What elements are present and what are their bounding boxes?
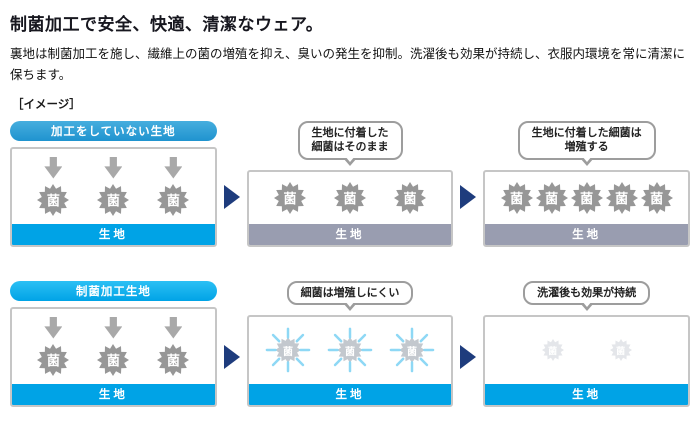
germ-icon-label: 菌 (545, 191, 559, 207)
germs-multiply-bubble: 生地に付着した細菌は 増殖する (517, 120, 656, 166)
germ-icon-label: 菌 (283, 346, 293, 358)
germ-icon-label: 菌 (650, 191, 664, 207)
cell-germs-remain: 生地に付着した 細菌はそのまま 菌 菌 菌 生地 (246, 120, 454, 247)
germ-icon: 菌 (274, 181, 306, 214)
treated-fabric-panel: 菌 菌 菌 生地 (10, 306, 217, 407)
germs-multiply-content: 菌 菌 菌 菌 菌 (485, 172, 688, 223)
germ-icon-label: 菌 (580, 191, 594, 207)
germ-icon-label: 菌 (46, 193, 60, 208)
down-arrow-icon (44, 316, 63, 339)
germs-suppressed-bubble-wrap: 細菌は増殖しにくい (247, 280, 454, 316)
process-diagram: 加工をしていない生地 菌 菌 菌 (10, 120, 691, 407)
effect-persists-bubble-wrap: 洗濯後も効果が持続 (483, 280, 690, 316)
diagram-row-treated: 制菌加工生地 菌 菌 菌 (10, 280, 691, 407)
untreated-header-wrap: 加工をしていない生地 (10, 120, 217, 147)
down-arrow-icon (164, 156, 183, 179)
treated-header-wrap: 制菌加工生地 (10, 280, 217, 307)
germ-icon-suppressed: 菌 (265, 328, 311, 373)
germs-remain-panel: 菌 菌 菌 生地 (246, 170, 454, 247)
germs-multiply-bubble-wrap: 生地に付着した細菌は 増殖する (483, 120, 690, 171)
germ-icon-label: 菌 (166, 193, 180, 208)
germ-icon-suppressed: 菌 (327, 328, 373, 373)
flow-arrow-icon (460, 344, 477, 369)
germ-icon-label: 菌 (283, 191, 297, 207)
fabric-base-label: 生地 (485, 223, 689, 245)
page: 制菌加工で安全、快適、清潔なウェア。 裏地は制菌加工を施し、繊維上の菌の増殖を抑… (10, 15, 691, 407)
treated-fabric-header: 制菌加工生地 (10, 280, 217, 301)
germs-suppressed-content: 菌 菌 菌 (249, 317, 452, 383)
germ-icon: 菌 (334, 181, 366, 214)
image-label: ［イメージ］ (12, 98, 81, 111)
fabric-base-label: 生地 (12, 383, 215, 405)
untreated-panel-content: 菌 菌 菌 (12, 149, 215, 224)
effect-persists-panel: 菌 菌 生地 (483, 315, 691, 407)
germ-icon-label: 菌 (106, 353, 120, 368)
germ-icon-label: 菌 (106, 193, 120, 208)
fabric-base-label: 生地 (248, 383, 452, 405)
germ-icon: 菌 (394, 181, 426, 214)
germ-icon: 菌 (97, 343, 130, 376)
germ-icon-faded: 菌 (609, 339, 632, 362)
germ-icon-label: 菌 (166, 353, 180, 368)
flow-arrow-icon (460, 184, 477, 209)
germ-icon-label: 菌 (548, 345, 558, 356)
flow-arrow-icon (223, 344, 240, 369)
down-arrow-icon (104, 156, 123, 179)
germ-row: 菌 菌 菌 (274, 181, 426, 214)
page-description: 裏地は制菌加工を施し、繊維上の菌の増殖を抑え、臭いの発生を抑制。洗濯後も効果が持… (10, 47, 686, 83)
germs-remain-bubble-wrap: 生地に付着した 細菌はそのまま (247, 120, 454, 171)
germ-icon: 菌 (605, 181, 638, 214)
germ-icon: 菌 (500, 181, 533, 214)
germ-icon: 菌 (157, 343, 190, 376)
germ-row: 菌 菌 (541, 339, 632, 362)
germ-row: 菌 菌 菌 (37, 343, 190, 376)
germs-suppressed-panel: 菌 菌 菌 生地 (246, 315, 454, 407)
germs-suppressed-bubble: 細菌は増殖しにくい (286, 280, 414, 312)
down-arrow-icon (44, 156, 63, 179)
germ-icon: 菌 (570, 181, 603, 214)
germ-icon-label: 菌 (343, 191, 357, 207)
germ-attack-arrows (44, 316, 183, 339)
germ-icon-faded: 菌 (541, 339, 564, 362)
effect-persists-content: 菌 菌 (485, 317, 688, 383)
germ-icon: 菌 (37, 183, 70, 216)
germ-icon-label: 菌 (407, 346, 417, 358)
fabric-base-label: 生地 (12, 223, 215, 245)
germ-icon-label: 菌 (345, 346, 355, 358)
germs-remain-bubble: 生地に付着した 細菌はそのまま (297, 120, 403, 166)
germ-icon-suppressed: 菌 (389, 328, 435, 373)
untreated-fabric-header: 加工をしていない生地 (10, 120, 217, 141)
germ-icon: 菌 (157, 183, 190, 216)
cell-untreated-fabric: 加工をしていない生地 菌 菌 菌 (10, 120, 217, 247)
germ-icon-label: 菌 (616, 345, 626, 356)
cell-germs-suppressed: 細菌は増殖しにくい 菌 菌 菌 生地 (246, 280, 454, 407)
germ-icon: 菌 (640, 181, 673, 214)
flow-arrow-icon (223, 184, 240, 209)
germ-icon: 菌 (535, 181, 568, 214)
cell-treated-fabric: 制菌加工生地 菌 菌 菌 (10, 280, 217, 407)
germ-row: 菌 菌 菌 (265, 328, 435, 373)
germ-attack-arrows (44, 156, 183, 179)
down-arrow-icon (104, 316, 123, 339)
germ-icon-label: 菌 (46, 353, 60, 368)
cell-germs-multiply: 生地に付着した細菌は 増殖する 菌 菌 菌 菌 菌 生地 (483, 120, 691, 247)
page-title: 制菌加工で安全、快適、清潔なウェア。 (10, 15, 324, 34)
fabric-base-label: 生地 (248, 223, 452, 245)
germs-remain-content: 菌 菌 菌 (249, 172, 452, 223)
germ-row: 菌 菌 菌 菌 菌 (500, 181, 673, 214)
fabric-base-label: 生地 (485, 383, 689, 405)
untreated-fabric-panel: 菌 菌 菌 生地 (10, 146, 217, 247)
germ-icon-label: 菌 (403, 191, 417, 207)
germ-icon: 菌 (97, 183, 130, 216)
germ-icon-label: 菌 (615, 191, 629, 207)
cell-effect-persists: 洗濯後も効果が持続 菌 菌 生地 (483, 280, 691, 407)
diagram-row-untreated: 加工をしていない生地 菌 菌 菌 (10, 120, 691, 247)
effect-persists-bubble: 洗濯後も効果が持続 (523, 280, 651, 312)
germ-icon-label: 菌 (510, 191, 524, 207)
germs-multiply-panel: 菌 菌 菌 菌 菌 生地 (483, 170, 691, 247)
germ-row: 菌 菌 菌 (37, 183, 190, 216)
down-arrow-icon (164, 316, 183, 339)
germ-icon: 菌 (37, 343, 70, 376)
treated-panel-content: 菌 菌 菌 (12, 309, 215, 384)
